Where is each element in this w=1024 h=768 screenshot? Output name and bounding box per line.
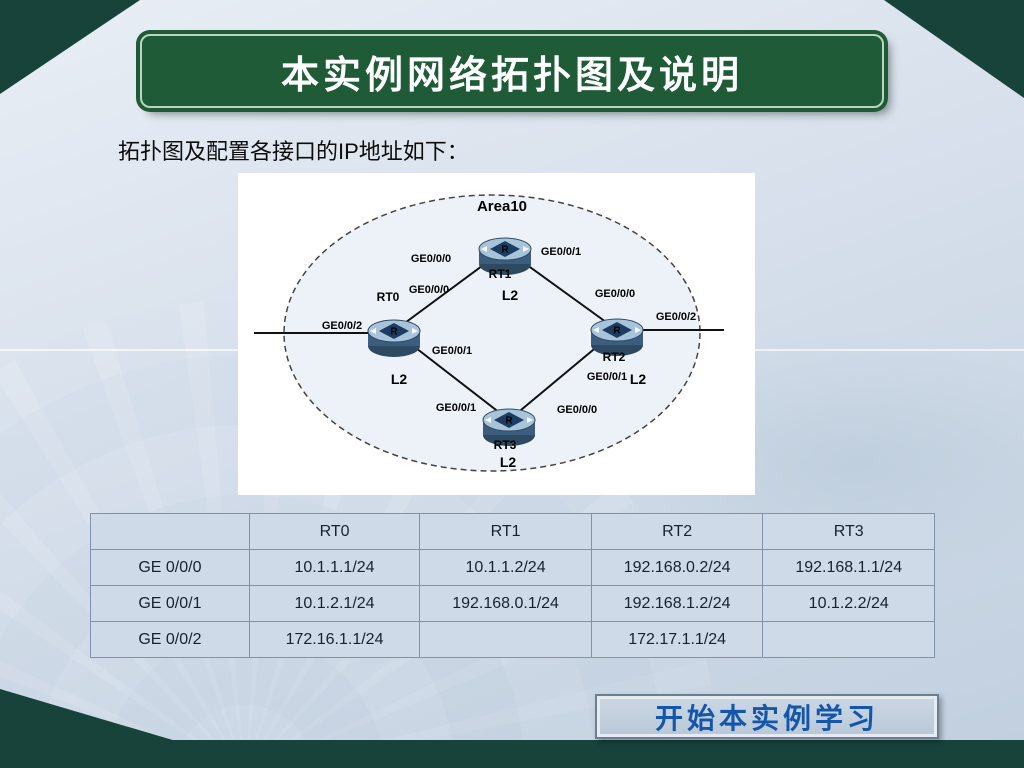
router-rt1-label: RT1 [489,267,512,281]
table-cell: 192.168.1.2/24 [590,585,764,622]
if-label-rt0-left: GE0/0/2 [322,320,362,332]
table-row: GE 0/0/2 172.16.1.1/24 172.17.1.1/24 [90,621,935,658]
table-row: GE 0/0/0 10.1.1.1/24 10.1.1.2/24 192.168… [90,549,935,586]
if-label-rt3-right: GE0/0/0 [557,404,597,416]
title-banner: 本实例网络拓扑图及说明 [140,34,884,108]
topology-diagram: R Area10 RT1 RT0 RT2 [238,173,755,495]
table-cell: 192.168.0.1/24 [419,585,592,622]
bottom-bar-decoration [0,740,1024,768]
area-boundary-ellipse [283,194,701,472]
table-cell: 172.17.1.1/24 [590,621,764,658]
row-label: GE 0/0/0 [90,549,250,586]
if-label-rt1-right: GE0/0/1 [541,246,581,258]
if-label-rt0-top: GE0/0/0 [409,284,449,296]
if-label-rt2-bottom: GE0/0/1 [587,371,627,383]
corner-decoration-top-right [884,0,1024,98]
topology-svg: R Area10 RT1 RT0 RT2 [254,194,724,472]
start-lesson-button[interactable]: 开始本实例学习 [595,694,939,739]
router-rt0-icon [367,319,421,358]
subtitle-text: 拓扑图及配置各接口的IP地址如下： [118,139,469,164]
if-label-rt1-left: GE0/0/0 [411,253,451,265]
table-header-rt1: RT1 [419,513,592,550]
ip-address-table: RT0 RT1 RT2 RT3 GE 0/0/0 10.1.1.1/24 10.… [90,513,935,658]
router-rt0-label: RT0 [377,290,400,304]
area10-label: Area10 [477,198,527,215]
table-cell: 192.168.0.2/24 [590,549,764,586]
if-label-rt2-right: GE0/0/2 [656,311,696,323]
table-cell: 172.16.1.1/24 [248,621,421,658]
table-header-row: RT0 RT1 RT2 RT3 [90,513,935,550]
table-cell: 192.168.1.1/24 [762,549,935,586]
router-rt3-label: RT3 [494,438,517,452]
if-label-rt3-left: GE0/0/1 [436,402,476,414]
table-header-corner [90,513,250,550]
row-label: GE 0/0/1 [90,585,250,622]
table-row: GE 0/0/1 10.1.2.1/24 192.168.0.1/24 192.… [90,585,935,622]
router-rt2-label: RT2 [603,350,626,364]
table-header-rt0: RT0 [248,513,421,550]
table-cell: 10.1.2.2/24 [762,585,935,622]
l2-label-left: L2 [391,371,408,387]
corner-decoration-top-left [0,0,140,94]
page-title: 本实例网络拓扑图及说明 [280,54,743,97]
start-lesson-button-label: 开始本实例学习 [654,702,879,734]
l2-label-top: L2 [502,287,519,303]
l2-label-right: L2 [630,371,647,387]
if-label-rt0-bottom: GE0/0/1 [432,345,472,357]
if-label-rt2-top: GE0/0/0 [595,288,635,300]
table-cell: 10.1.2.1/24 [248,585,421,622]
l2-label-bottom: L2 [500,454,517,470]
row-label: GE 0/0/2 [90,621,250,658]
table-cell [762,621,935,658]
table-cell: 10.1.1.1/24 [248,549,421,586]
table-cell: 10.1.1.2/24 [419,549,592,586]
table-header-rt3: RT3 [762,513,935,550]
table-cell [419,621,592,658]
table-header-rt2: RT2 [590,513,764,550]
